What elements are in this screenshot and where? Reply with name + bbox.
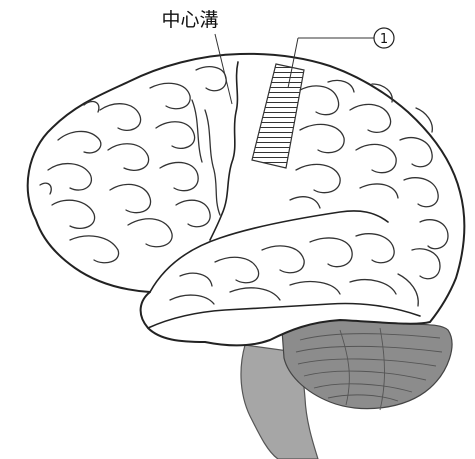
central-sulcus-label: 中心溝	[161, 9, 218, 31]
marker-1: 1	[374, 28, 394, 48]
svg-text:1: 1	[380, 32, 388, 47]
cerebrum-outline	[28, 54, 465, 346]
